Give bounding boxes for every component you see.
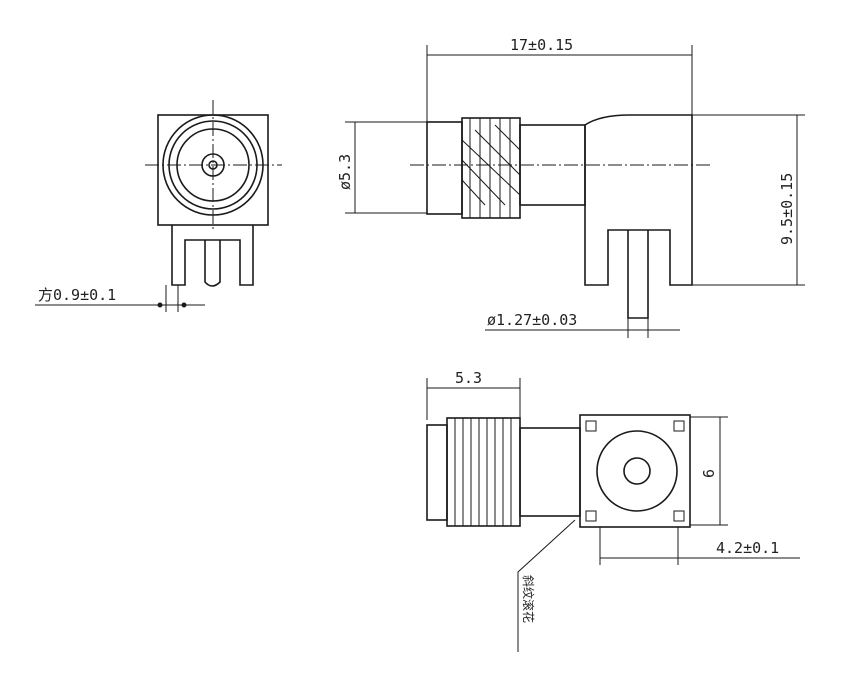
thread-length-dimension: 5.3 bbox=[455, 369, 482, 387]
pin-diameter-dimension: ø1.27±0.03 bbox=[487, 311, 577, 329]
pin-spacing-dimension: 4.2±0.1 bbox=[716, 539, 779, 557]
length-dimension: 17±0.15 bbox=[510, 36, 573, 54]
body-width-dimension: 6 bbox=[700, 469, 718, 478]
knurl-note: 斜纹滚花 bbox=[521, 575, 536, 623]
bottom-view: 5.3 6 4.2±0.1 斜纹滚花 bbox=[426, 369, 800, 652]
height-dimension: 9.5±0.15 bbox=[778, 173, 796, 245]
leg-square-dimension: 方0.9±0.1 bbox=[38, 286, 116, 304]
side-view: 17±0.15 ø5.3 9.5±0.15 ø1.27±0.03 bbox=[336, 36, 805, 338]
front-view: 方0.9±0.1 bbox=[35, 100, 282, 312]
thread-diameter-dimension: ø5.3 bbox=[336, 154, 354, 190]
